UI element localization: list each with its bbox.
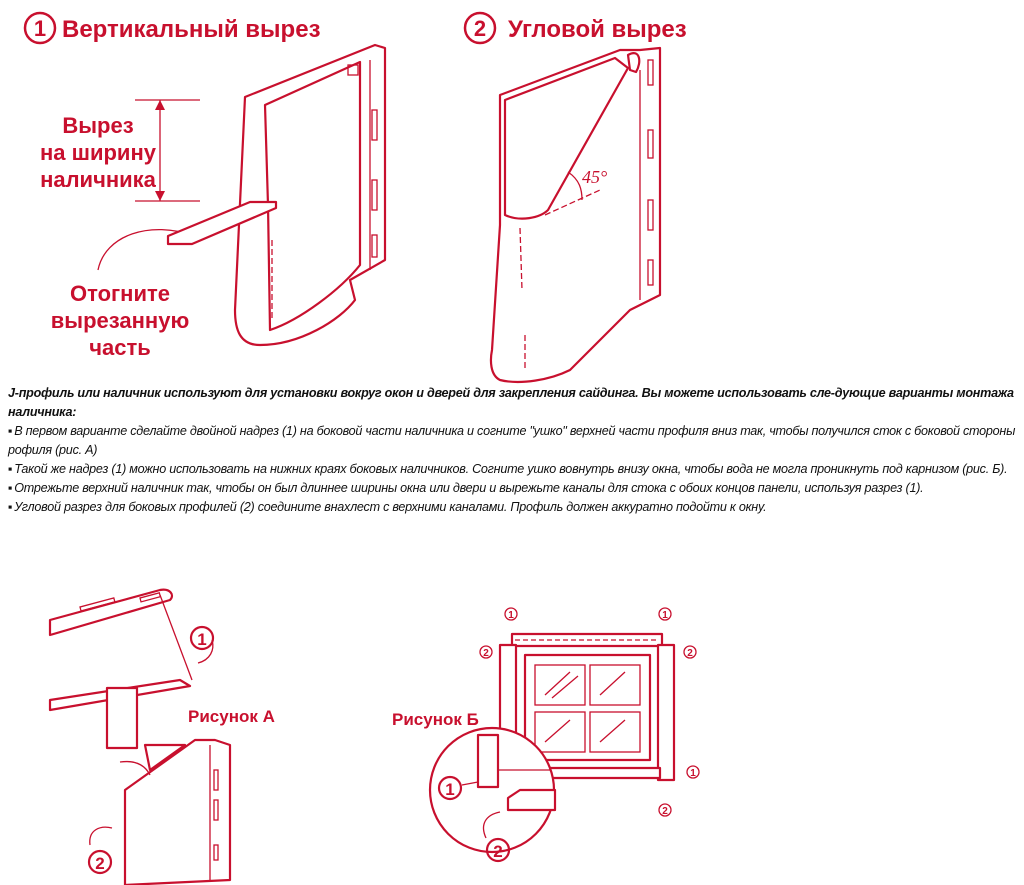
figure-a-caption: Рисунок А [188, 707, 275, 726]
figure-b-caption: Рисунок Б [392, 710, 479, 729]
svg-text:вырезанную: вырезанную [51, 308, 189, 333]
svg-text:на ширину: на ширину [40, 140, 157, 165]
svg-text:2: 2 [483, 648, 489, 659]
instructions-text: J-профиль или наличник используют для ус… [8, 384, 1018, 517]
bullet-item: Отрежьте верхний наличник так, чтобы он … [8, 479, 1018, 498]
svg-text:1: 1 [508, 610, 514, 621]
corner-cut-illustration: 45° [489, 46, 662, 384]
dimension-line [135, 99, 200, 202]
svg-text:часть: часть [89, 335, 151, 360]
svg-text:наличника: наличника [40, 167, 157, 192]
bullet-item: В первом варианте сделайте двойной надре… [8, 422, 1018, 460]
marker-2: 2 [493, 842, 502, 861]
angle-label: 45° [582, 167, 607, 187]
title-text: Угловой вырез [508, 16, 687, 43]
badge-number: 2 [474, 16, 486, 41]
svg-text:Вырез: Вырез [62, 113, 133, 138]
intro-paragraph-end: наличника: [8, 405, 77, 419]
svg-text:2: 2 [687, 648, 693, 659]
svg-text:2: 2 [662, 806, 668, 817]
number-badge-2 [463, 11, 497, 45]
marker-1: 1 [445, 780, 454, 799]
intro-paragraph: J-профиль или наличник используют для ус… [8, 386, 1014, 400]
marker-2: 2 [95, 854, 104, 873]
vertical-cut-illustration [166, 43, 387, 347]
title-text: Вертикальный вырез [62, 16, 321, 43]
badge-number: 1 [34, 16, 46, 41]
bullet-item: Такой же надрез (1) можно использовать н… [8, 460, 1018, 479]
marker-1: 1 [197, 630, 206, 649]
bullet-item: Угловой разрез для боковых профилей (2) … [8, 498, 1018, 517]
cut-width-label: Вырез на ширину наличника [40, 113, 157, 192]
section1-title: 1 Вертикальный вырез [23, 11, 321, 45]
svg-text:1: 1 [690, 768, 696, 779]
figure-b-illustration: 1 1 2 2 1 2 1 2 Рисунок Б [392, 607, 700, 863]
svg-text:Отогните: Отогните [70, 281, 170, 306]
figure-a-illustration: 1 2 Рисунок А [48, 588, 275, 885]
number-badge-1 [23, 11, 57, 45]
section2-title: 2 Угловой вырез [463, 11, 687, 45]
bend-label: Отогните вырезанную часть [51, 281, 189, 360]
svg-text:1: 1 [662, 610, 668, 621]
